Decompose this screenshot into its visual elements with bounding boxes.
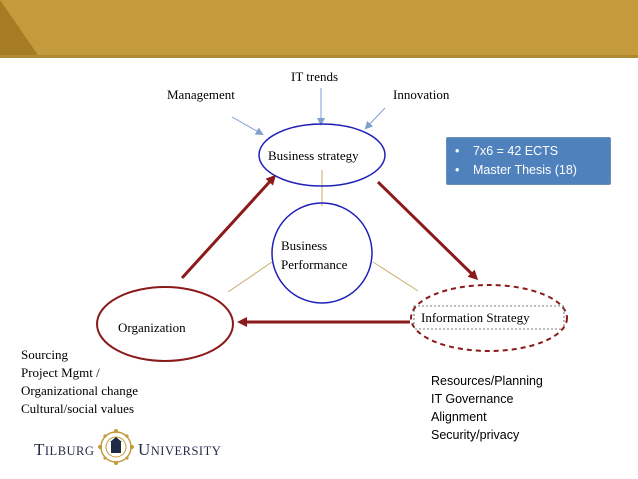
arrow-innovation xyxy=(364,107,386,130)
organization-topics-list: Sourcing Project Mgmt / Organizational c… xyxy=(21,346,138,418)
connector-left xyxy=(227,261,273,293)
arrow-management xyxy=(231,116,264,135)
it-trends-label: IT trends xyxy=(291,69,339,84)
information-strategy-node xyxy=(410,284,568,352)
title-banner xyxy=(0,0,638,58)
business-strategy-label: Business strategy xyxy=(268,148,359,163)
list-item: Security/privacy xyxy=(431,428,520,442)
arrow-org-to-business xyxy=(180,174,277,280)
list-item: Project Mgmt / xyxy=(21,365,100,380)
list-item: Cultural/social values xyxy=(21,401,135,416)
business-strategy-node xyxy=(258,123,386,187)
list-item: Organizational change xyxy=(21,383,139,398)
organization-node xyxy=(96,286,234,362)
business-performance-label-line2: Performance xyxy=(281,257,348,272)
list-item: Alignment xyxy=(431,410,487,424)
arrow-business-to-info xyxy=(376,180,479,281)
logo-word-tilburg: TILBURG xyxy=(34,440,95,459)
information-strategy-highlight xyxy=(413,305,565,330)
university-seal-icon xyxy=(98,429,134,465)
bullet-item: Master Thesis (18) xyxy=(455,161,610,180)
bullet-item: 7x6 = 42 ECTS xyxy=(455,142,610,161)
ects-bullet-box: 7x6 = 42 ECTS Master Thesis (18) xyxy=(446,137,611,185)
connector-right xyxy=(372,261,419,292)
organization-label: Organization xyxy=(118,320,186,335)
business-performance-node xyxy=(271,202,373,304)
business-performance-label-line1: Business xyxy=(281,238,328,253)
management-label: Management xyxy=(167,87,235,102)
logo-word-university: UNIVERSITY xyxy=(138,440,222,459)
tilburg-university-logo: TILBURG UNIVERSITY xyxy=(34,428,224,468)
information-strategy-label: Information Strategy xyxy=(421,310,530,325)
list-item: IT Governance xyxy=(431,392,514,406)
innovation-label: Innovation xyxy=(393,87,450,102)
list-item: Resources/Planning xyxy=(431,374,543,388)
list-item: Sourcing xyxy=(21,347,68,362)
information-strategy-topics-list: Resources/Planning IT Governance Alignme… xyxy=(431,372,543,444)
